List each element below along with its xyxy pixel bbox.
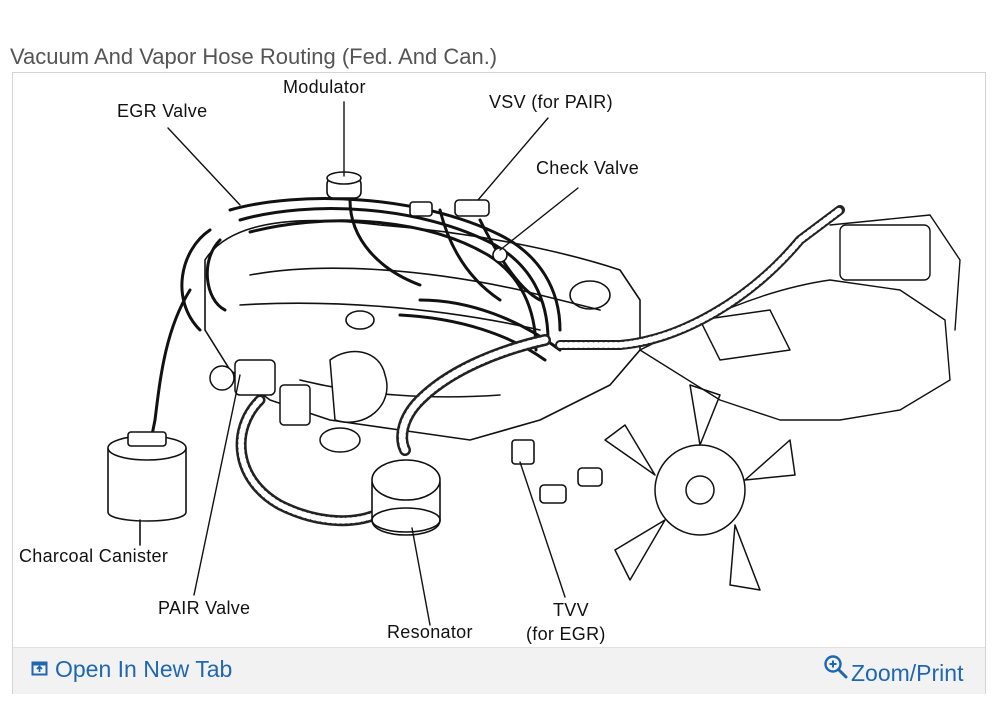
label-charcoal-canister: Charcoal Canister (19, 546, 169, 566)
open-new-tab-icon (31, 656, 49, 683)
fan (604, 384, 796, 591)
vsv-shape (409, 199, 508, 263)
label-tvv-for-egr: (for EGR) (526, 624, 606, 644)
figure-toolbar: Open In New Tab Zoom/Print (13, 647, 985, 694)
leader-lines (167, 101, 579, 626)
label-egr-valve: EGR Valve (117, 101, 208, 121)
engine-block (204, 219, 641, 441)
egr-pair-cluster (209, 350, 388, 453)
hose-bundle (180, 197, 562, 362)
charcoal-canister-shape (107, 431, 187, 546)
label-vsv: VSV (for PAIR) (489, 92, 613, 112)
zoom-print-label: Zoom/Print (851, 660, 964, 686)
label-pair-valve: PAIR Valve (158, 598, 251, 618)
zoom-in-icon (823, 654, 849, 686)
label-modulator: Modulator (283, 77, 366, 97)
label-tvv: TVV (553, 600, 589, 620)
label-resonator: Resonator (387, 622, 473, 642)
tvv-shape (511, 439, 603, 504)
open-in-new-tab-label: Open In New Tab (55, 656, 233, 682)
zoom-print-link[interactable]: Zoom/Print (823, 652, 963, 687)
corrugated-hose-right (555, 205, 845, 350)
resonator-shape (371, 459, 441, 536)
page-title: Vacuum And Vapor Hose Routing (Fed. And … (10, 44, 498, 69)
canister-hose (148, 288, 192, 447)
open-in-new-tab-link[interactable]: Open In New Tab (31, 656, 232, 683)
label-check-valve: Check Valve (536, 158, 640, 178)
modulator-shape (326, 171, 362, 199)
